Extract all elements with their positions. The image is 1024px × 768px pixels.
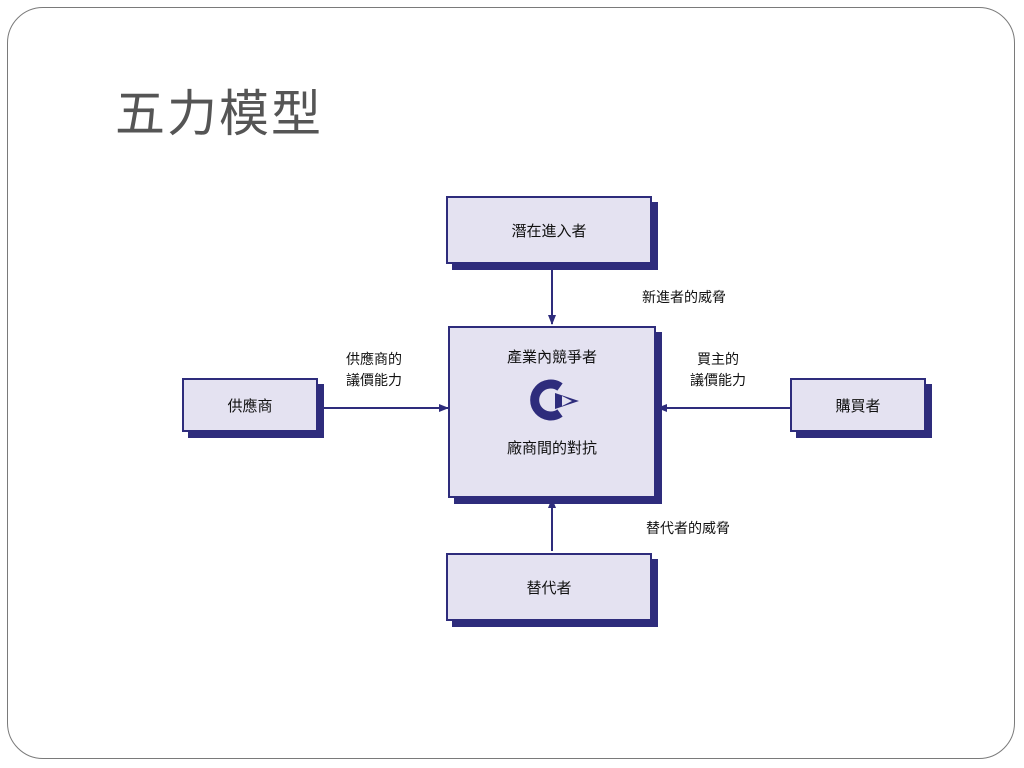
- node-buyers-label: 購買者: [835, 396, 881, 415]
- node-suppliers-label: 供應商: [227, 396, 273, 415]
- node-rivalry-label: 廠商間的對抗: [506, 439, 597, 457]
- node-potential-entrants: 潛在進入者: [446, 196, 652, 264]
- edge-label-supplier-power: 供應商的 議價能力: [346, 350, 402, 392]
- circular-arrows-icon: [530, 379, 579, 421]
- node-buyers: 購買者: [790, 378, 926, 432]
- node-substitutes: 替代者: [446, 553, 652, 621]
- node-potential-entrants-label: 潛在進入者: [511, 221, 587, 240]
- node-industry-competitors: 產業內競爭者 廠商間的對抗: [448, 326, 656, 498]
- edge-label-buyer-power: 買主的 議價能力: [690, 350, 746, 392]
- node-suppliers: 供應商: [182, 378, 318, 432]
- node-substitutes-label: 替代者: [526, 578, 572, 597]
- edge-label-buyer-power-line1: 買主的: [697, 352, 739, 368]
- node-industry-competitors-label: 產業內競爭者: [506, 348, 597, 366]
- slide-title: 五力模型: [115, 85, 323, 143]
- edge-label-threat-substitutes: 替代者的威脅: [646, 521, 730, 537]
- edge-label-supplier-power-line2: 議價能力: [346, 373, 402, 389]
- edge-label-threat-new-entrants: 新進者的威脅: [642, 290, 726, 306]
- edge-label-buyer-power-line2: 議價能力: [690, 373, 746, 389]
- edge-label-supplier-power-line1: 供應商的: [346, 352, 402, 368]
